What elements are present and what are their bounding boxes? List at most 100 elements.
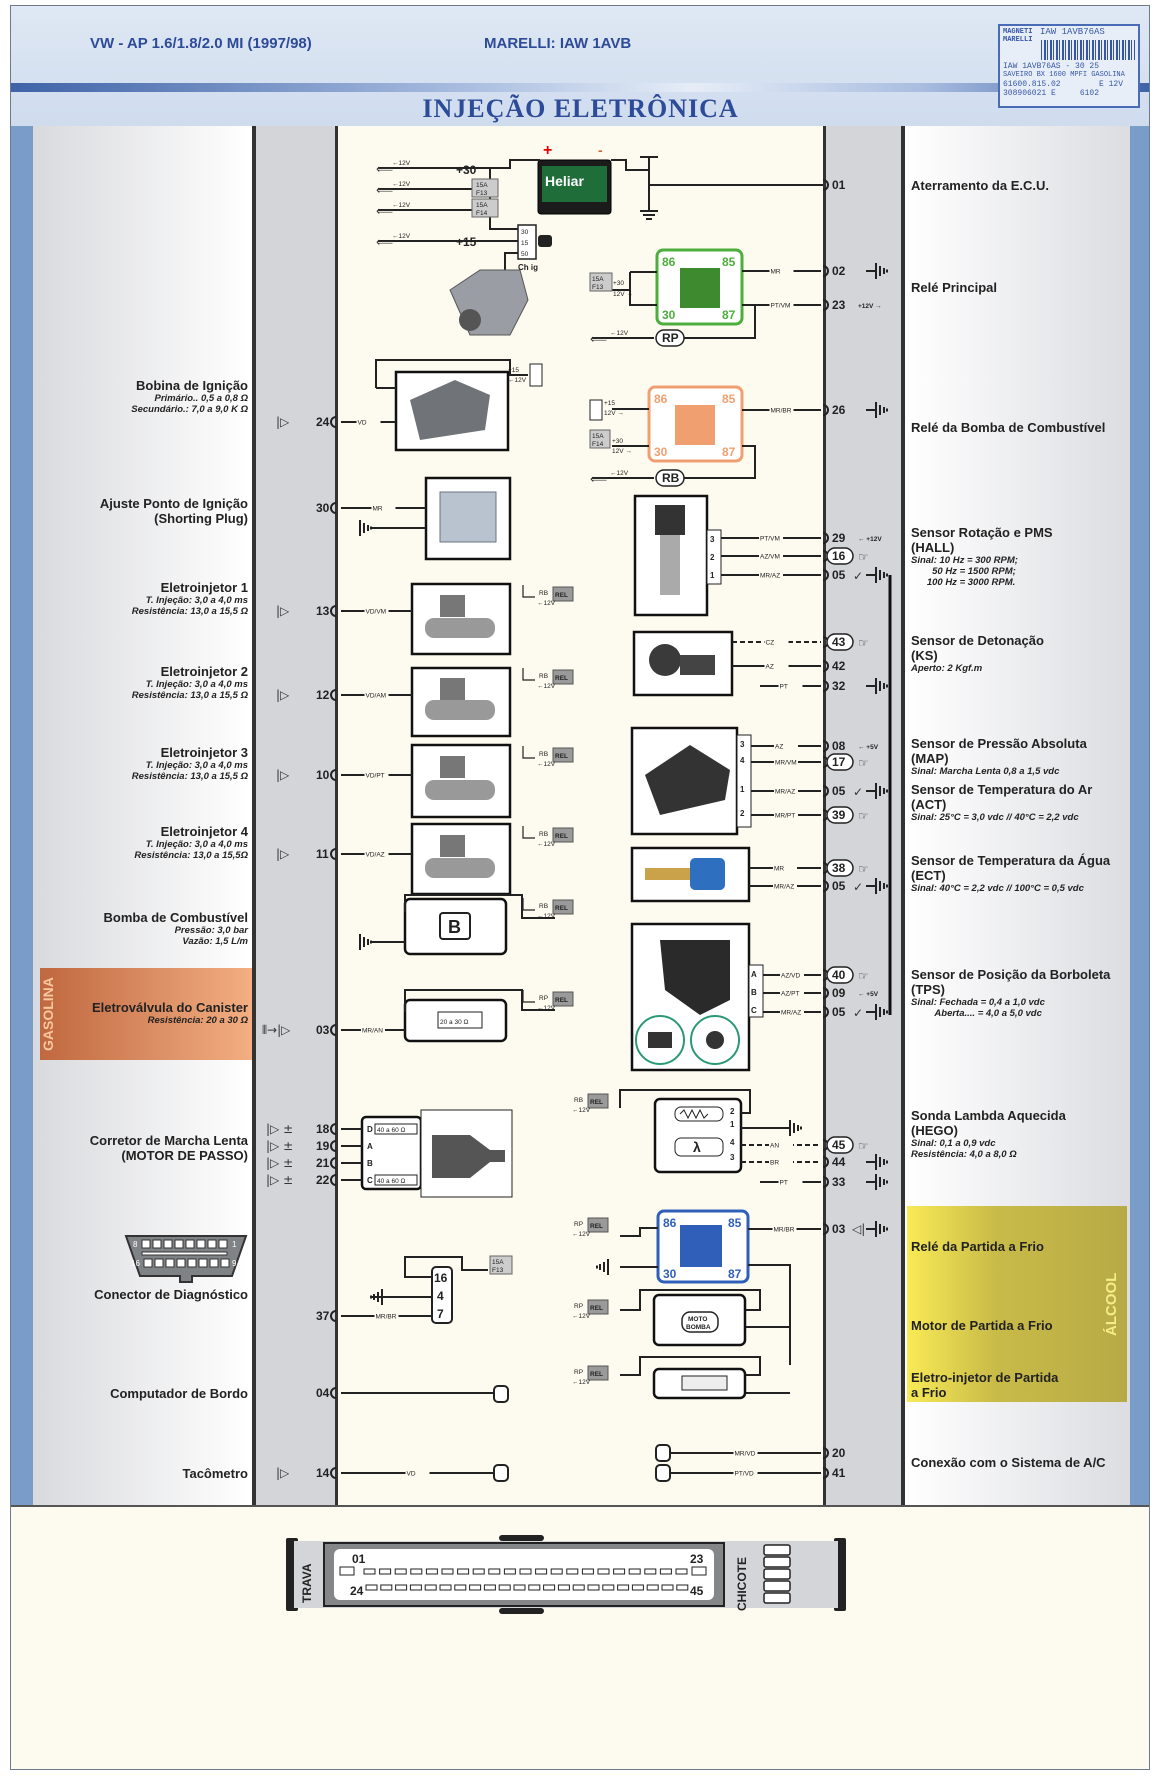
ecu-pin — [535, 1568, 548, 1575]
voltage-marker: ← +5V — [858, 744, 879, 751]
ac-plug — [655, 1464, 671, 1482]
arrow-left-icon: ⟸ — [376, 204, 393, 218]
pin-number: 05 — [832, 568, 846, 582]
check-ground-icon: ✓ — [853, 1003, 888, 1021]
svg-text:4: 4 — [740, 756, 745, 765]
svg-text:←12V: ←12V — [392, 233, 411, 240]
svg-text:85: 85 — [722, 392, 736, 406]
component-title: Ajuste Ponto de Ignição — [99, 496, 248, 511]
svg-text:F14: F14 — [476, 210, 488, 217]
obd-connector-icon: 8 1 16 9 — [124, 1235, 248, 1283]
ac-plug — [655, 1444, 671, 1462]
svg-text:✓: ✓ — [853, 880, 863, 894]
svg-text:BOMBA: BOMBA — [686, 1324, 711, 1331]
injector-3 — [410, 743, 512, 819]
left-pin-22: 22|▷ ± — [266, 1173, 362, 1187]
component-spec: Sinal: 40°C = 2,2 vdc // 100°C = 0,5 vdc — [911, 883, 1084, 894]
hand-icon: ☞ — [858, 862, 869, 876]
arrow-left-icon: ⟸ — [376, 183, 393, 197]
svg-text:←12V: ←12V — [572, 1107, 591, 1114]
ecu-pin — [498, 1584, 511, 1591]
left-side-strip — [11, 126, 33, 1506]
rb-connector: RB — [655, 469, 685, 487]
svg-text:12V →: 12V → — [613, 291, 633, 298]
component-title: Sensor de Pressão Absoluta — [911, 736, 1087, 751]
ecu-pin — [581, 1568, 594, 1575]
svg-text:F13: F13 — [492, 1267, 504, 1274]
ground-icon — [640, 210, 658, 220]
svg-text:B: B — [751, 988, 757, 997]
svg-text:RP: RP — [539, 995, 548, 1002]
sticker-line: 61600.815.02 E 12V — [1003, 80, 1124, 89]
pin-number: 11 — [316, 847, 329, 861]
svg-text:12V →: 12V → — [604, 410, 624, 417]
svg-text:←12V: ←12V — [537, 913, 556, 920]
svg-text:1: 1 — [232, 1240, 237, 1249]
svg-text:REL: REL — [555, 753, 568, 760]
wire-color-label: BR — [770, 1160, 779, 1167]
ecu-label-sticker: MAGNETI MARELLI IAW 1AVB76AS IAW 1AVB76A… — [998, 24, 1140, 108]
component-title: (KS) — [911, 648, 938, 663]
component-title: Conexão com o Sistema de A/C — [911, 1455, 1106, 1470]
svg-text:15A: 15A — [592, 276, 604, 283]
wire-color-label: MR/AN — [362, 1028, 383, 1035]
component-spec: T. Injeção: 3,0 a 4,0 ms — [145, 760, 248, 771]
ecu-pin — [503, 1568, 516, 1575]
ground-icon — [866, 1153, 888, 1171]
pin-number: 01 — [832, 178, 846, 192]
right-side-strip — [1130, 126, 1149, 1506]
ecu-pin — [661, 1584, 674, 1591]
pin-label: 01 — [352, 1552, 366, 1566]
svg-text:2: 2 — [730, 1107, 735, 1116]
svg-text:F14: F14 — [592, 441, 604, 448]
rp-connector: RP — [655, 329, 685, 347]
starter-motor — [449, 269, 529, 336]
cold-start-relay: 86 85 30 87 — [656, 1209, 750, 1284]
pin-number: 38 — [832, 861, 846, 875]
wire-color-label: MR/BR — [771, 408, 792, 415]
svg-text:REL: REL — [590, 1223, 603, 1230]
bipolar-output-icon: |▷ ± — [266, 1173, 293, 1187]
signal-pin-badge — [826, 859, 854, 877]
svg-text:8: 8 — [133, 1240, 138, 1249]
component-title: Relé da Bomba de Combustível — [911, 420, 1106, 435]
component-title: Relé Principal — [911, 280, 997, 295]
pin-number: 17 — [832, 755, 846, 769]
svg-text:3: 3 — [730, 1153, 735, 1162]
svg-text:A: A — [751, 970, 757, 979]
ecu-connector: TRAVA CHICOTE 01 23 24 45 — [286, 1535, 846, 1614]
pin-number: 21 — [316, 1156, 330, 1170]
battery-brand: Heliar — [545, 173, 584, 189]
component-title: Eletroválvula do Canister — [91, 1000, 248, 1015]
check-ground-icon: ✓ — [853, 566, 888, 584]
component-title: Sensor de Temperatura do Ar — [911, 782, 1093, 797]
svg-text:REL: REL — [555, 997, 568, 1004]
component-spec: Resistência: 13,0 a 15,5 Ω — [131, 690, 248, 701]
trava-label: TRAVA — [300, 1563, 314, 1603]
svg-text:7: 7 — [437, 1307, 444, 1321]
component-spec: T. Injeção: 3,0 a 4,0 ms — [145, 839, 248, 850]
arrow-left-icon: ⟸ — [376, 162, 393, 176]
svg-text:RP: RP — [574, 1303, 583, 1310]
pin-number: 04 — [316, 1386, 330, 1400]
wire-color-label: VD/AM — [366, 693, 387, 700]
wire-color-label: MR/BR — [376, 1314, 397, 1321]
ecu-pin — [646, 1584, 659, 1591]
ecu-model: MARELLI: IAW 1AVB — [484, 35, 632, 52]
wire-color-label: MR/PT — [775, 813, 795, 820]
ecu-pin — [566, 1568, 579, 1575]
svg-text:RB: RB — [539, 751, 548, 758]
right-component-label: Sensor de Detonação(KS)Aperto: 2 Kgf.m — [911, 633, 1126, 674]
svg-text:RB: RB — [539, 590, 548, 597]
